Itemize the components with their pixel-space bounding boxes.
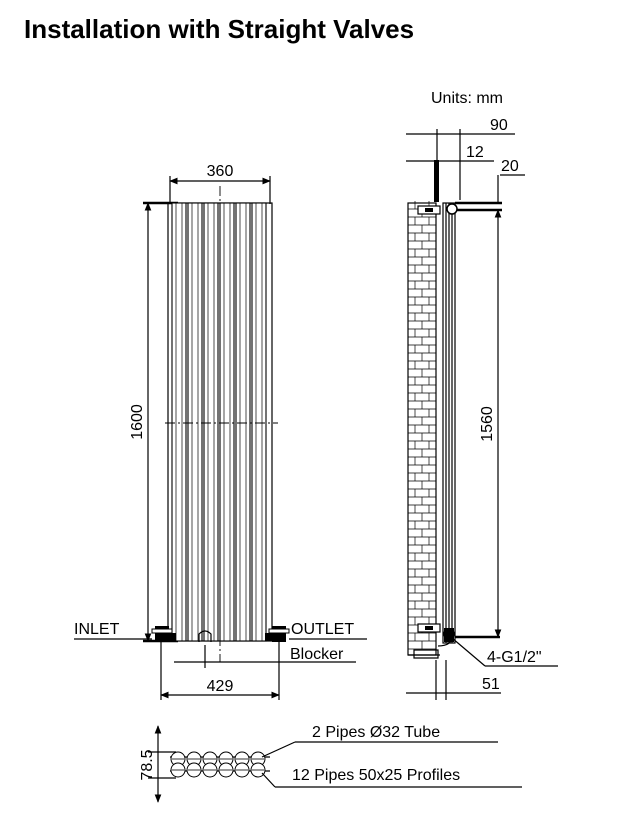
dim-height-1600: 1600 — [129, 404, 146, 440]
blocker-cap — [198, 630, 212, 642]
radiator-tube — [251, 202, 267, 642]
radiator-tube — [171, 202, 187, 642]
dim-12: 12 — [466, 144, 484, 161]
radiator-tube — [187, 202, 203, 642]
front-view: 360 1600 INLET OUTLET Bloc — [74, 163, 367, 700]
units-label: Units: mm — [431, 90, 503, 107]
inlet-label: INLET — [74, 621, 120, 638]
dim-51: 51 — [482, 676, 500, 693]
dim-depth-90: 90 — [490, 117, 508, 134]
outlet-label: OUTLET — [291, 621, 354, 638]
radiator-tubes — [171, 202, 267, 642]
pipes-label: 2 Pipes Ø32 Tube — [312, 724, 440, 741]
dim-height-1560: 1560 — [479, 406, 496, 442]
thread-label: 4-G1/2" — [487, 649, 542, 666]
dim-section-78-5: 78.5 — [139, 749, 156, 780]
dim-width-429: 429 — [207, 678, 234, 695]
top-bracket — [417, 203, 458, 215]
radiator-tube — [235, 202, 251, 642]
section-profiles — [170, 751, 266, 778]
dim-20: 20 — [501, 158, 519, 175]
profiles-label: 12 Pipes 50x25 Profiles — [292, 767, 460, 784]
page-title: Installation with Straight Valves — [24, 14, 415, 44]
wall-bricks — [408, 201, 436, 650]
blocker-label: Blocker — [290, 646, 344, 663]
inlet-valve — [151, 626, 176, 642]
side-view: Units: mm 90 12 20 — [406, 90, 558, 700]
section-view: 78.5 2 Pipes Ø32 Tube 12 Pipes 50x25 Pro… — [139, 724, 522, 803]
dim-width-360: 360 — [207, 163, 234, 180]
outlet-valve — [265, 626, 290, 642]
radiator-tube — [203, 202, 219, 642]
radiator-tube — [219, 202, 235, 642]
